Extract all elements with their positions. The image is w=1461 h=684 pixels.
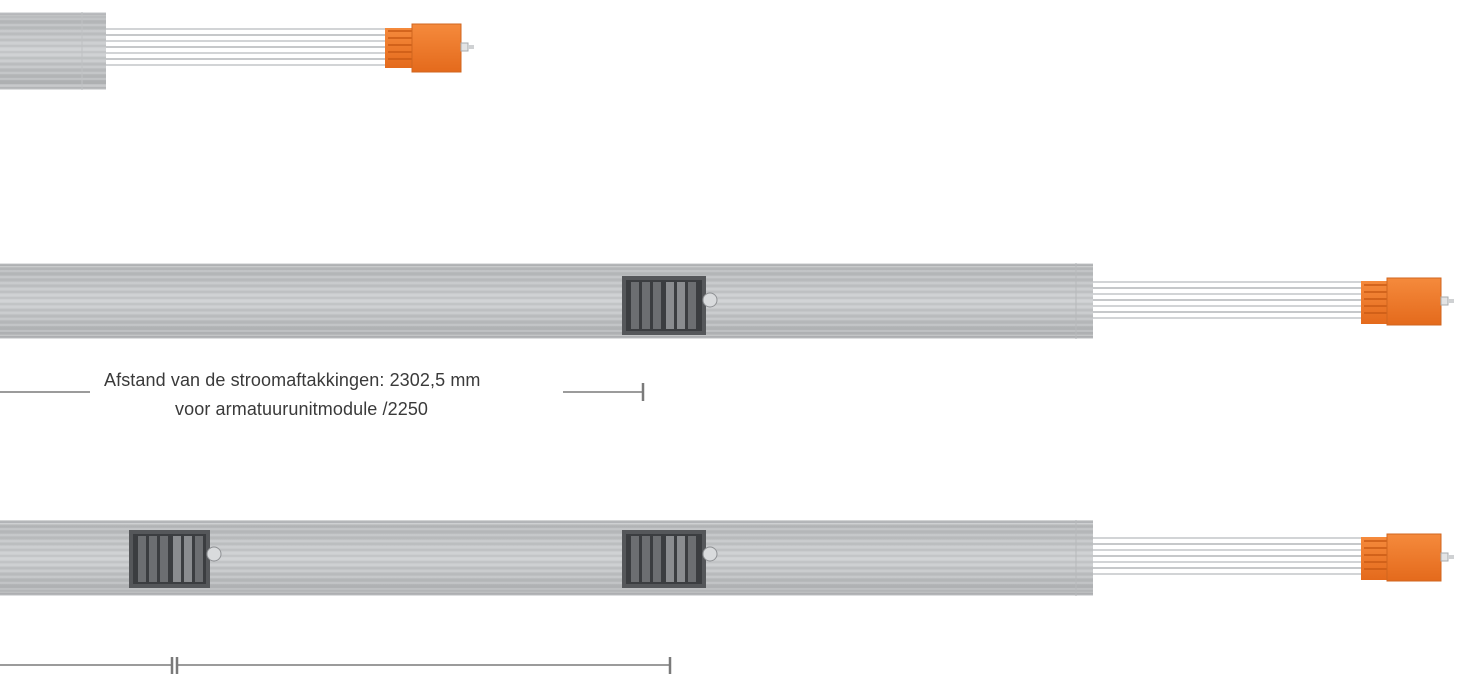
rail-middle	[0, 263, 1454, 339]
wire-bundle	[1093, 281, 1362, 319]
dimension-label-module: voor armatuurunitmodule /2250	[175, 399, 429, 419]
dimension-caption: Afstand van de stroomaftakkingen: 2302,5…	[0, 368, 650, 432]
power-tap-icon	[622, 530, 718, 588]
dimension-label-distance: Afstand van de stroomaftakkingen: 2302,5…	[104, 370, 481, 390]
wire-bundle	[106, 28, 386, 66]
end-connector-icon	[385, 23, 474, 73]
power-tap-icon	[129, 530, 222, 588]
dimension-line-bottom	[0, 657, 672, 674]
wire-bundle	[1093, 537, 1362, 575]
power-tap-icon	[622, 276, 718, 335]
end-connector-icon	[1361, 533, 1454, 582]
end-connector-icon	[1361, 277, 1454, 326]
rail-bottom	[0, 520, 1454, 596]
dimension-line-middle	[0, 383, 645, 401]
rail-top	[0, 12, 474, 90]
